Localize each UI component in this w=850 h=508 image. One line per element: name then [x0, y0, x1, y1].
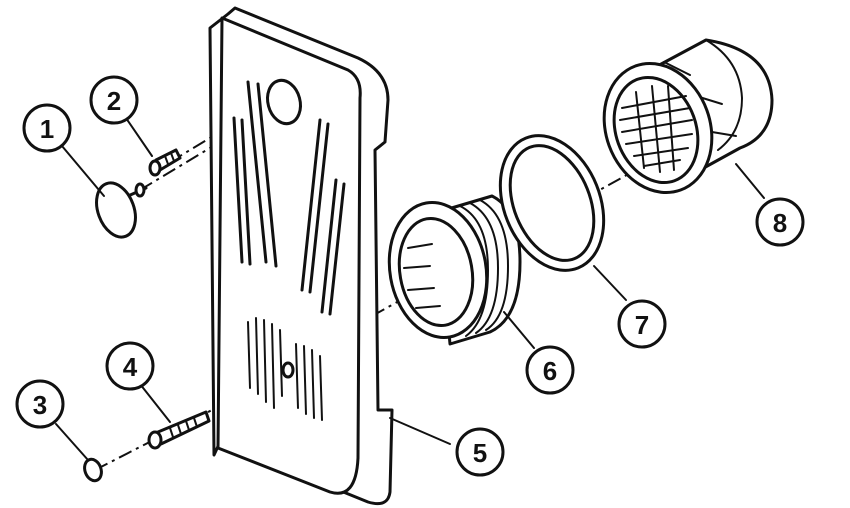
fitting-part-6	[387, 194, 522, 346]
callout-8: 8	[755, 197, 805, 247]
callout-7-label: 7	[635, 310, 649, 340]
faceplate-lower-grille	[247, 317, 323, 421]
callout-5: 5	[455, 427, 505, 477]
callout-4: 4	[105, 341, 155, 391]
callout-2: 2	[89, 75, 139, 125]
screw-part-4	[147, 410, 211, 450]
callout-2-label: 2	[107, 86, 121, 116]
callout-6-label: 6	[543, 356, 557, 386]
callout-7: 7	[617, 299, 667, 349]
callout-1-label: 1	[40, 114, 54, 144]
knob-part-1	[95, 181, 148, 239]
callout-8-label: 8	[773, 208, 787, 238]
housing-part-8	[602, 38, 774, 195]
housing-inner-ribs	[619, 85, 693, 173]
screw-part-2	[148, 148, 182, 177]
callout-3-label: 3	[33, 390, 47, 420]
callout-4-label: 4	[123, 352, 138, 382]
faceplate-part-5	[208, 6, 394, 506]
callout-6: 6	[525, 345, 575, 395]
callout-1: 1	[22, 103, 72, 153]
leader-lines	[55, 117, 765, 461]
gasket-part-7	[498, 134, 606, 272]
callout-5-label: 5	[473, 438, 487, 468]
callout-3: 3	[15, 379, 65, 429]
ring-part-3	[83, 457, 103, 483]
